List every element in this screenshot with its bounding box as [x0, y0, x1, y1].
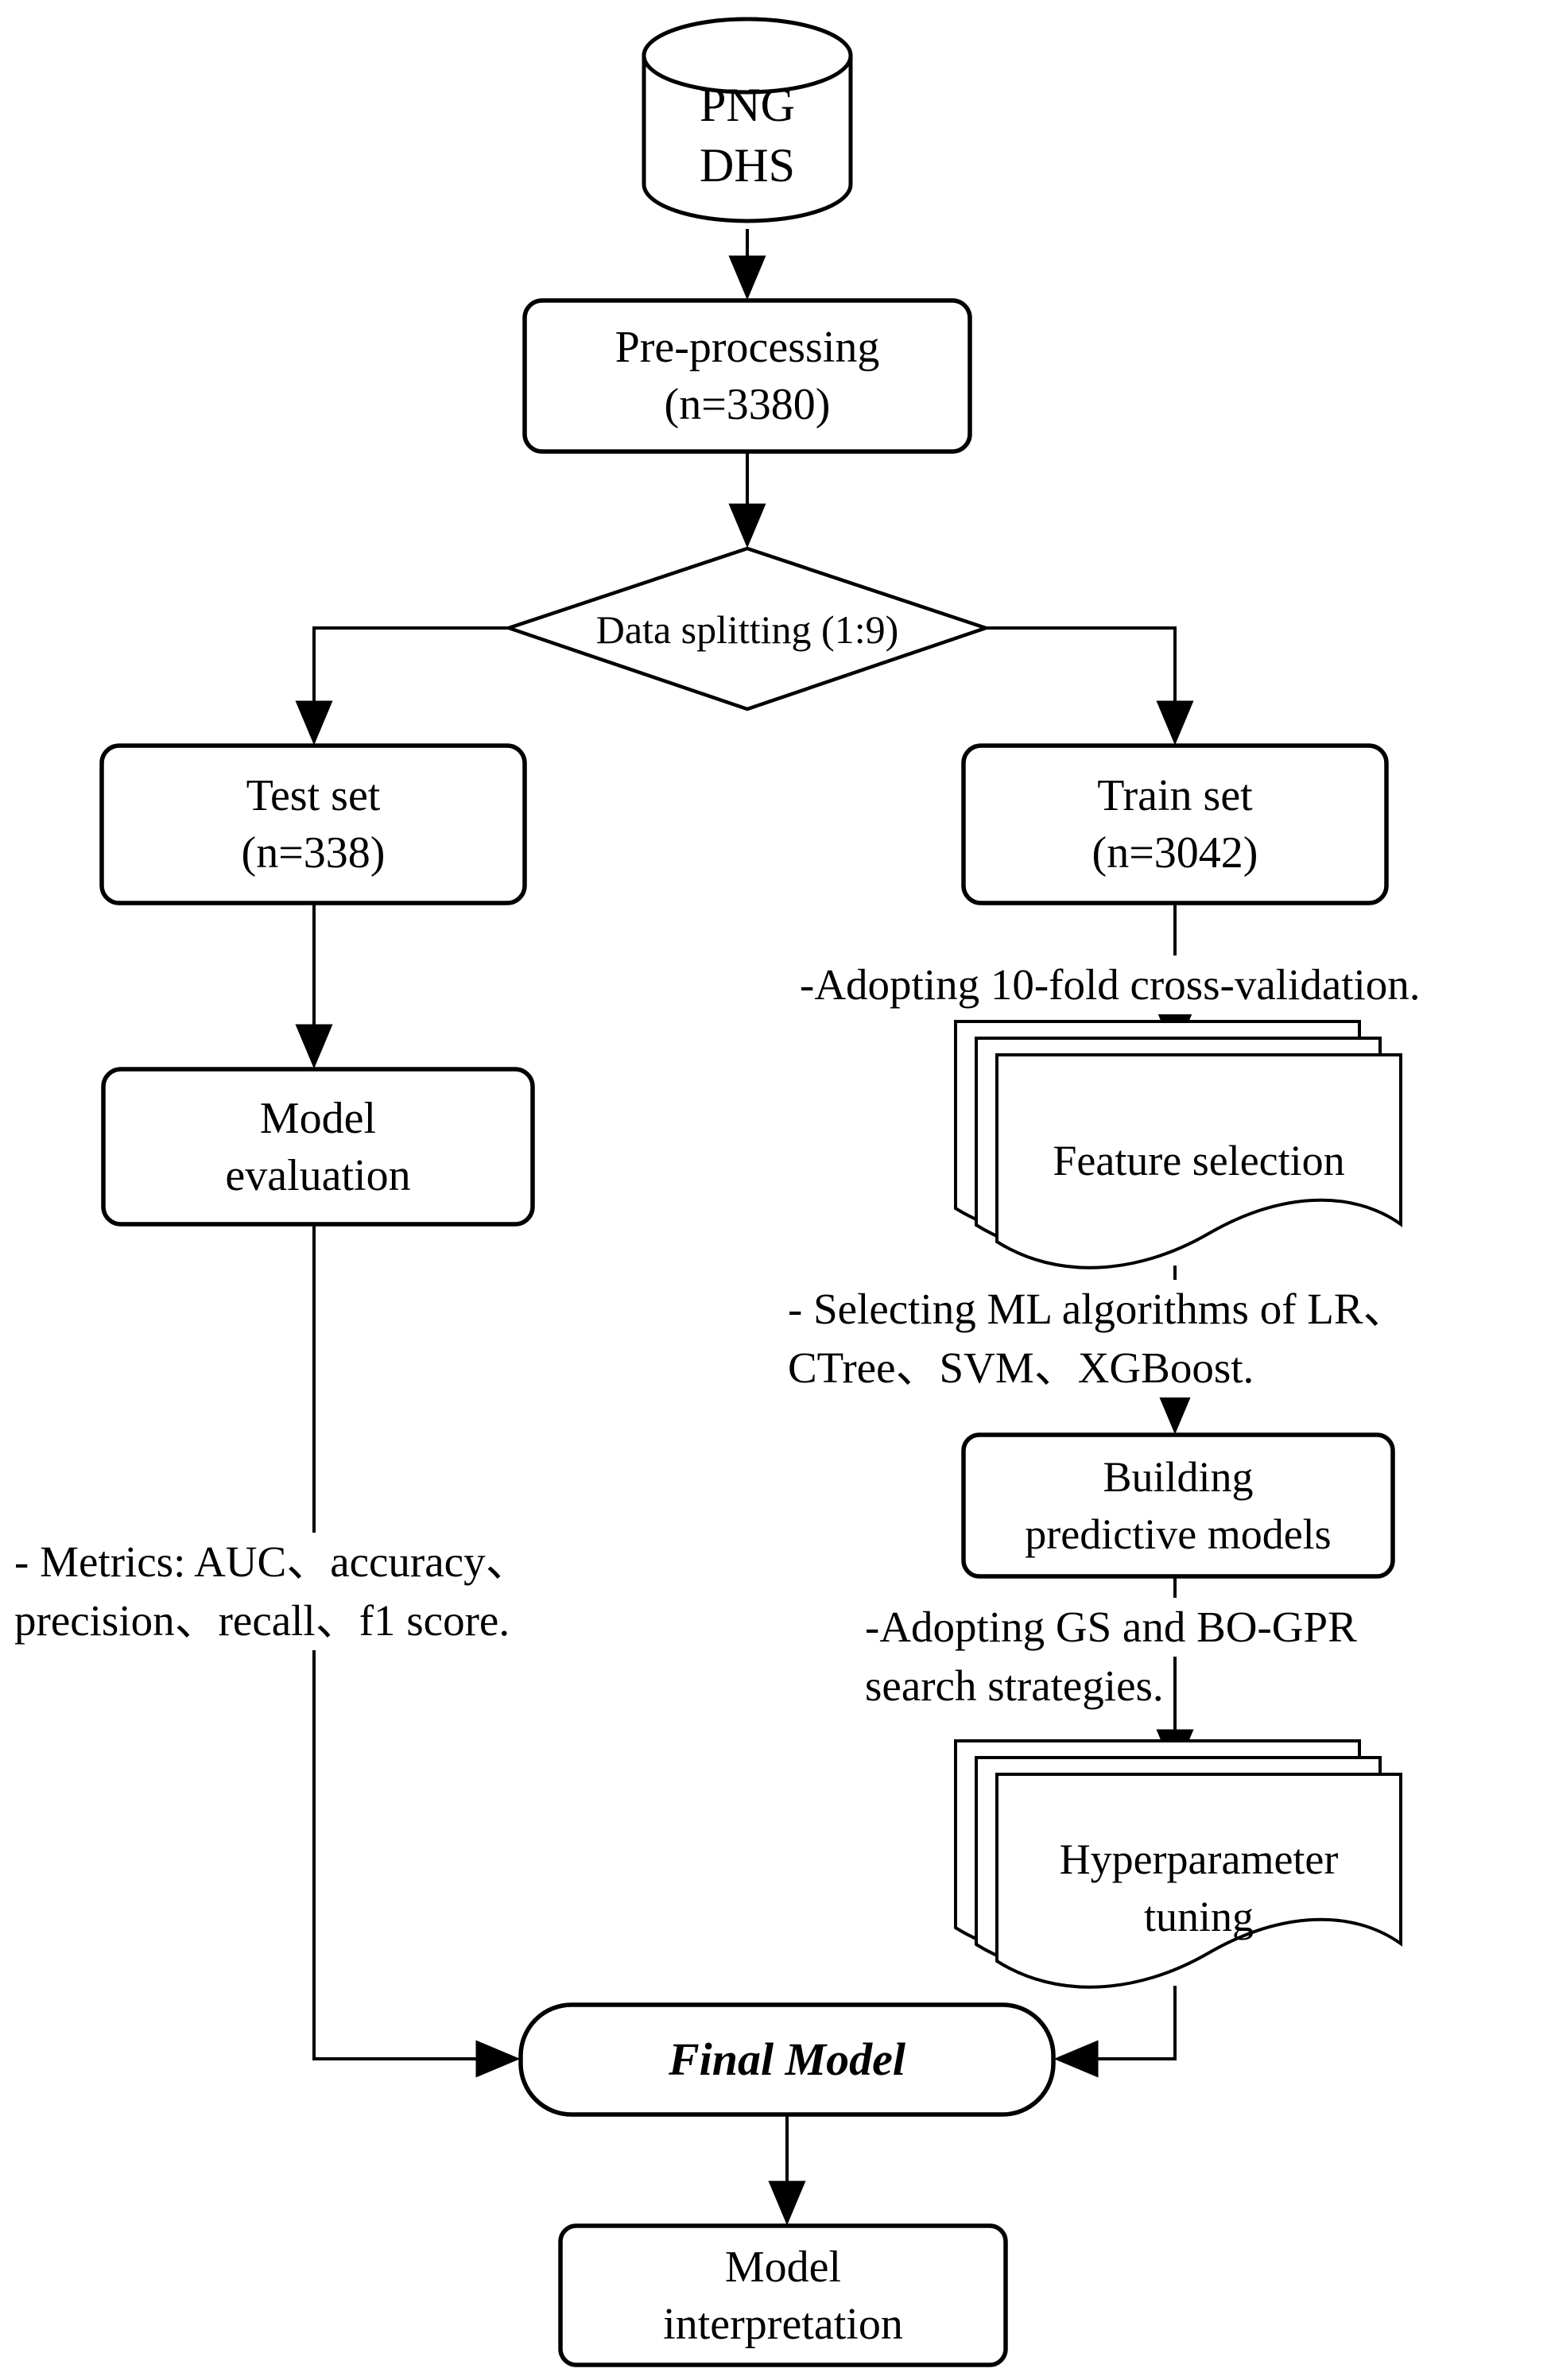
database-label-line1: PNG	[699, 79, 796, 131]
preprocessing-box	[522, 298, 972, 454]
connector-evaluation-to-final	[312, 1224, 521, 2078]
model-interpretation-box	[558, 2223, 1008, 2367]
test-set-box	[99, 743, 527, 905]
feature-selection-multidoc	[954, 1020, 1402, 1269]
annotation-metrics: - Metrics: AUC、accuracy、 precision、recal…	[10, 1533, 534, 1650]
model-evaluation-label: Model evaluation	[103, 1069, 533, 1224]
model-interpretation-label-line1: Model	[724, 2242, 842, 2292]
annotation-metrics-line1: - Metrics: AUC、accuracy、	[10, 1533, 534, 1591]
building-models-box	[961, 1432, 1395, 1579]
test-set-label: Test set (n=338)	[102, 746, 525, 903]
annotation-cross-validation-text: -Adopting 10-fold cross-validation.	[795, 955, 1425, 1014]
model-interpretation-label-line2: interpretation	[663, 2299, 903, 2349]
data-splitting-label-text: Data splitting (1:9)	[595, 607, 899, 652]
model-interpretation-label: Model interpretation	[560, 2226, 1006, 2365]
hyperparameter-tuning-label: Hyperparameter tuning	[997, 1793, 1401, 1983]
database-label-line2: DHS	[699, 139, 796, 192]
preprocessing-label: Pre-processing (n=3380)	[525, 300, 970, 452]
final-model-label-text: Final Model	[668, 2033, 906, 2085]
preprocessing-label-line1: Pre-processing	[615, 323, 880, 372]
annotation-algorithms-line1: - Selecting ML algorithms of LR、	[783, 1280, 1412, 1339]
preprocessing-label-line2: (n=3380)	[664, 380, 831, 429]
annotation-metrics-line2: precision、recall、f1 score.	[10, 1591, 515, 1650]
data-splitting-diamond	[502, 546, 992, 711]
hyperparameter-page-front	[995, 1773, 1402, 1989]
database-cylinder-top	[642, 17, 853, 95]
annotation-algorithms: - Selecting ML algorithms of LR、 CTree、S…	[783, 1280, 1412, 1397]
train-set-label-line2: (n=3042)	[1092, 828, 1258, 878]
data-splitting-label: Data splitting (1:9)	[509, 604, 986, 655]
model-evaluation-label-line1: Model	[259, 1093, 377, 1143]
connector-split-to-train	[986, 626, 1194, 746]
annotation-algorithms-line2: CTree、SVM、XGBoost.	[783, 1339, 1259, 1397]
train-set-box	[961, 743, 1389, 905]
hyperparameter-multidoc	[954, 1739, 1402, 1989]
connector-tuning-to-final	[1053, 1986, 1177, 2078]
database-cylinder	[642, 17, 853, 223]
feature-selection-label: Feature selection	[997, 1065, 1401, 1256]
test-set-label-line2: (n=338)	[241, 828, 386, 878]
database-label: PNG DHS	[644, 68, 851, 203]
model-evaluation-label-line2: evaluation	[225, 1150, 411, 1200]
test-set-label-line1: Test set	[246, 771, 381, 820]
final-model-label: Final Model	[521, 2005, 1053, 2114]
feature-selection-label-text: Feature selection	[1053, 1137, 1345, 1184]
train-set-label-line1: Train set	[1097, 771, 1253, 820]
hyperparameter-tuning-label-line2: tuning	[1143, 1893, 1254, 1940]
feature-selection-page-front	[995, 1053, 1402, 1269]
final-model-stadium	[518, 2002, 1056, 2117]
annotation-search-line1: -Adopting GS and BO-GPR	[860, 1598, 1362, 1657]
connector-split-to-test	[295, 626, 509, 746]
annotation-search-line2: search strategies.	[860, 1657, 1169, 1715]
train-set-label: Train set (n=3042)	[964, 746, 1386, 903]
annotation-cross-validation: -Adopting 10-fold cross-validation.	[795, 955, 1425, 1014]
hyperparameter-tuning-label-line1: Hyperparameter	[1059, 1835, 1339, 1883]
model-evaluation-box	[101, 1067, 535, 1227]
annotation-search-strategies: -Adopting GS and BO-GPR search strategie…	[860, 1598, 1362, 1715]
building-models-label-line1: Building	[1103, 1453, 1254, 1501]
building-models-label: Building predictive models	[964, 1435, 1393, 1576]
building-models-label-line2: predictive models	[1025, 1510, 1332, 1558]
